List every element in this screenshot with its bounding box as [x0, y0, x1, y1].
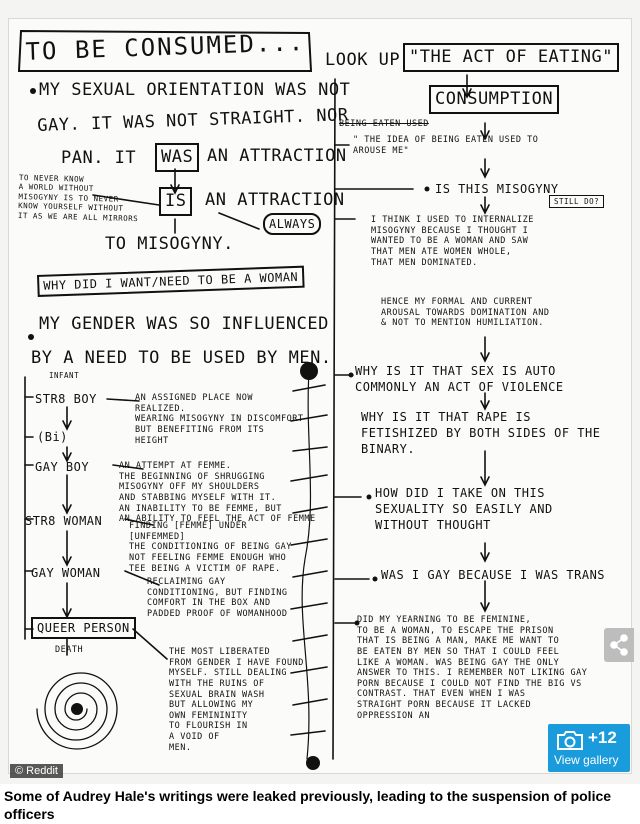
was-box: WAS — [155, 143, 200, 172]
death-label: DEATH — [55, 645, 84, 655]
stage-note: AN ATTEMPT AT FEMME. THE BEGINNING OF SH… — [119, 461, 316, 525]
still-do-box: STILL DO? — [549, 195, 605, 209]
gender-line-2: BY A NEED TO BE USED BY MEN. — [31, 348, 332, 368]
image-frame[interactable]: TO BE CONSUMED... MY SEXUAL ORIENTATION … — [0, 0, 640, 784]
image-caption: Some of Audrey Hale's writings were leak… — [4, 788, 612, 822]
consumption-box: CONSUMPTION — [429, 85, 560, 114]
camera-icon — [557, 731, 583, 750]
right-question-misogyny: IS THIS MISOGYNY — [435, 182, 559, 196]
orientation-line-1: MY SEXUAL ORIENTATION WAS NOT — [39, 80, 351, 100]
misogyny-side-note: TO NEVER KNOW A WORLD WITHOUT MISOGYNY I… — [17, 173, 139, 223]
stage-label: STR8 BOY — [35, 392, 97, 406]
right-paragraph-arousal: HENCE MY FORMAL AND CURRENT AROUSAL TOWA… — [381, 297, 550, 329]
look-up-label: LOOK UP — [325, 50, 401, 70]
orientation-line-3b: AN ATTRACTION — [207, 146, 347, 166]
crossed-out-text: BEING EATEN USED — [339, 119, 429, 129]
stage-label: (Bi) — [37, 430, 68, 444]
stage-note: THE MOST LIBERATED FROM GENDER I HAVE FO… — [169, 647, 304, 753]
right-question-trans: WAS I GAY BECAUSE I WAS TRANS — [381, 568, 606, 582]
is-box: IS — [159, 187, 193, 216]
right-question-violence: WHY IS IT THAT SEX IS AUTO COMMONLY AN A… — [355, 364, 564, 395]
share-button[interactable] — [604, 628, 634, 662]
always-box: ALWAYS — [263, 213, 322, 236]
right-paragraph-internalize: I THINK I USED TO INTERNALIZE MISOGYNY B… — [371, 215, 534, 268]
stage-label: GAY WOMAN — [31, 566, 101, 580]
act-of-eating-box: "THE ACT OF EATING" — [403, 43, 619, 72]
stage-note: RECLAIMING GAY CONDITIONING, BUT FINDING… — [147, 577, 288, 619]
right-question-sexuality: HOW DID I TAKE ON THIS SEXUALITY SO EASI… — [375, 486, 553, 533]
handwritten-note: TO BE CONSUMED... MY SEXUAL ORIENTATION … — [8, 18, 632, 774]
stage-note: FINDING [FEMME] UNDER [UNFEMMED] THE CON… — [129, 521, 292, 574]
right-question-fetishized: WHY IS IT THAT RAPE IS FETISHIZED BY BOT… — [361, 410, 601, 457]
gallery-count: +12 — [588, 728, 617, 747]
orientation-line-3: PAN. IT — [61, 148, 137, 168]
view-gallery-button[interactable]: +12 View gallery — [548, 724, 630, 772]
stage-note: AN ASSIGNED PLACE NOW REALIZED. WEARING … — [135, 393, 304, 446]
gallery-label: View gallery — [554, 753, 619, 767]
stage-label: GAY BOY — [35, 460, 90, 474]
stage-label: STR8 WOMAN — [25, 514, 103, 528]
share-icon — [610, 634, 628, 656]
right-quote-1: " THE IDEA OF BEING EATEN USED TO AROUSE… — [353, 135, 539, 156]
image-credit: © Reddit — [10, 764, 63, 778]
infant-label: INFANT — [49, 371, 80, 380]
right-paragraph-yearning: DID MY YEARNING TO BE FEMININE, TO BE A … — [357, 615, 588, 721]
stage-label: QUEER PERSON — [31, 617, 136, 640]
misogyny-line: TO MISOGYNY. — [105, 234, 234, 254]
gender-line-1: MY GENDER WAS SO INFLUENCED — [39, 314, 329, 334]
attraction-line: AN ATTRACTION — [205, 190, 345, 210]
